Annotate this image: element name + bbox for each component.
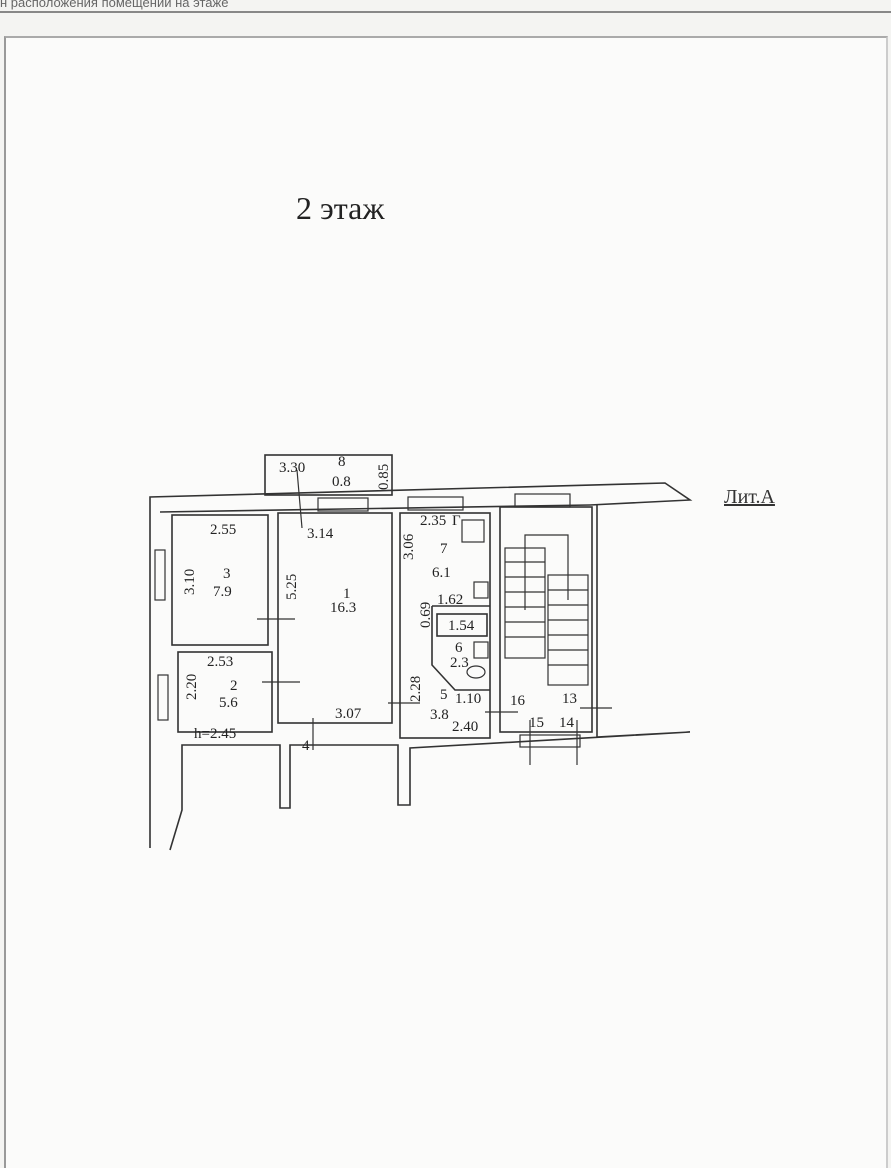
room-1 [277,512,393,724]
r2-top: 2.53 [207,654,233,670]
walls [149,454,693,851]
room-8-number: 8 [338,454,346,470]
stove-mark: Г [452,513,461,529]
room-4-number: 4 [302,738,310,754]
floor-title: 2 этаж [296,190,385,226]
r5-side: 2.28 [408,676,424,702]
room-1-number: 1 [343,586,351,602]
labels: 3.30 8 0.8 0.85 3.14 5.25 1 16.3 3.07 2.… [182,454,577,754]
r1-top: 3.14 [307,526,334,542]
r6-side: 0.69 [418,602,434,628]
bath-size: 1.54 [448,618,475,634]
room-13-number: 13 [562,691,577,707]
room-8-area: 0.8 [332,474,351,490]
document-sheet [4,36,888,1168]
room-5-number: 5 [440,687,448,703]
r3-top: 2.55 [210,522,236,538]
balcony [264,454,393,496]
toilet-icon [466,665,486,679]
r7-side: 3.06 [401,533,417,560]
r2-side: 2.20 [184,674,200,700]
room-3-number: 3 [223,566,231,582]
room-3-area: 7.9 [213,584,232,600]
ceiling-height: h=2.45 [194,726,236,742]
washbasin-icon [473,641,489,659]
room-2-area: 5.6 [219,695,238,711]
room-6-area: 2.3 [450,655,469,671]
r3-side: 3.10 [182,569,198,595]
bathtub [436,613,488,637]
room-6-number: 6 [455,640,463,656]
r1-side: 5.25 [284,574,300,600]
stove-icon [461,519,485,543]
room-3 [171,514,269,646]
divider [0,11,891,13]
r7-bottom: 1.62 [437,592,463,608]
door-ticks [257,469,612,765]
room-15-number: 15 [529,715,544,731]
balcony-depth: 0.85 [376,464,392,490]
room-7-6-5 [399,512,491,739]
room-7-number: 7 [440,541,448,557]
balcony-width: 3.30 [279,460,305,476]
room-5-area: 3.8 [430,707,449,723]
windows [154,493,581,748]
room-2-number: 2 [230,678,238,694]
sink-icon [473,581,489,599]
r5-top: 1.10 [455,691,481,707]
room-7-area: 6.1 [432,565,451,581]
stair-steps [504,534,589,686]
room-14-number: 14 [559,715,575,731]
r5-bottom: 2.40 [452,719,478,735]
r7-top: 2.35 [420,513,446,529]
room-2 [177,651,273,733]
room-1-area: 16.3 [330,600,356,616]
header-caption: н расположения помещений на этаже [0,0,229,10]
room-16-number: 16 [510,693,526,709]
building-label: Лит.А [724,486,775,508]
r1-bottom: 3.07 [335,706,362,722]
